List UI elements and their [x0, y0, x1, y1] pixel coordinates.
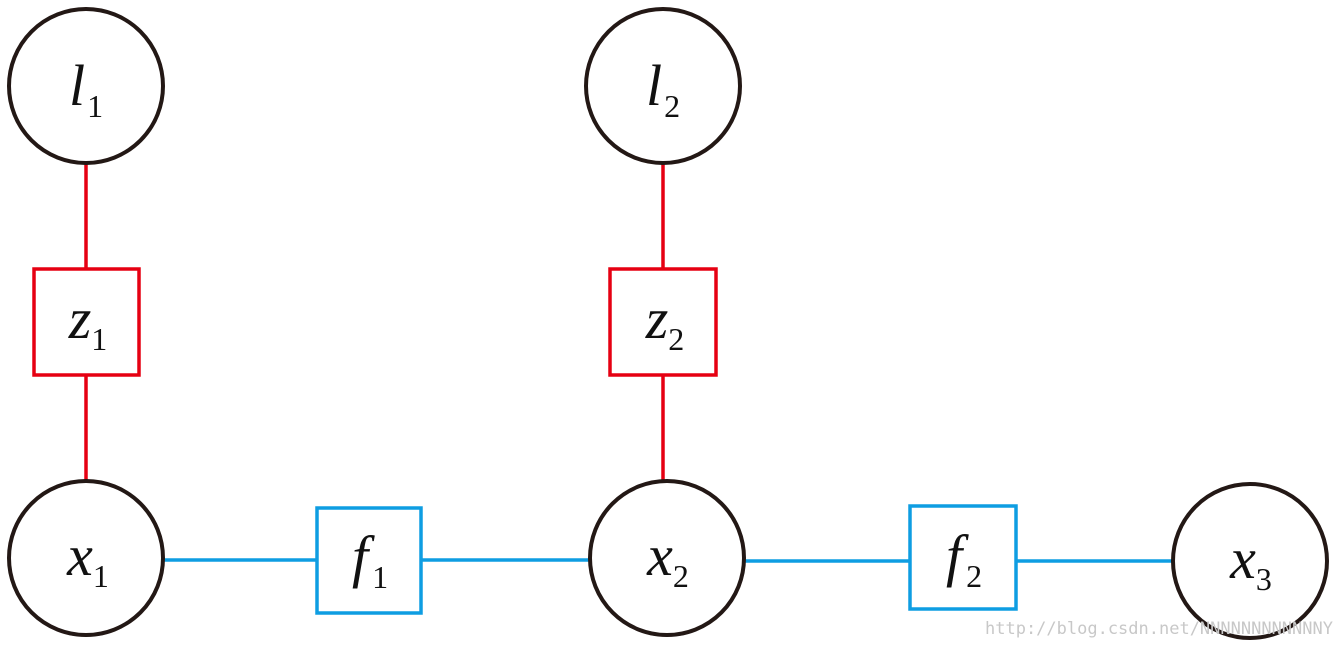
factor-f1-subscript: 1: [372, 559, 388, 595]
node-x1-symbol: x: [66, 523, 93, 588]
svg-text:x2: x2: [646, 523, 689, 594]
factor-z1: z1: [32, 267, 141, 377]
node-l1-subscript: 1: [87, 88, 103, 124]
node-x2: x2: [588, 479, 746, 637]
svg-text:x1: x1: [66, 523, 109, 594]
svg-text:l1: l1: [69, 53, 103, 124]
svg-text:z2: z2: [645, 286, 685, 357]
factor-z2-symbol: z: [645, 286, 669, 351]
node-x1: x1: [7, 479, 165, 637]
factor-z1-symbol: z: [68, 286, 92, 351]
node-l1-symbol: l: [69, 53, 85, 118]
watermark-text: http://blog.csdn.net/NNNNNNNNNNNNY: [985, 619, 1333, 639]
factor-z2: z2: [608, 267, 718, 377]
svg-text:x3: x3: [1229, 526, 1272, 597]
svg-text:z1: z1: [68, 286, 108, 357]
node-x2-subscript: 2: [673, 558, 689, 594]
node-l2-subscript: 2: [664, 88, 680, 124]
svg-text:l2: l2: [646, 53, 680, 124]
node-x2-symbol: x: [646, 523, 673, 588]
node-x3: x3: [1171, 482, 1329, 640]
node-l2-symbol: l: [646, 53, 662, 118]
node-l1: l1: [7, 7, 165, 165]
factor-f2-subscript: 2: [966, 558, 982, 594]
node-x1-subscript: 1: [93, 558, 109, 594]
factor-z2-subscript: 2: [668, 321, 684, 357]
factor-z1-subscript: 1: [91, 321, 107, 357]
node-l2: l2: [584, 7, 742, 165]
node-x3-symbol: x: [1229, 526, 1256, 591]
node-x3-subscript: 3: [1256, 561, 1272, 597]
